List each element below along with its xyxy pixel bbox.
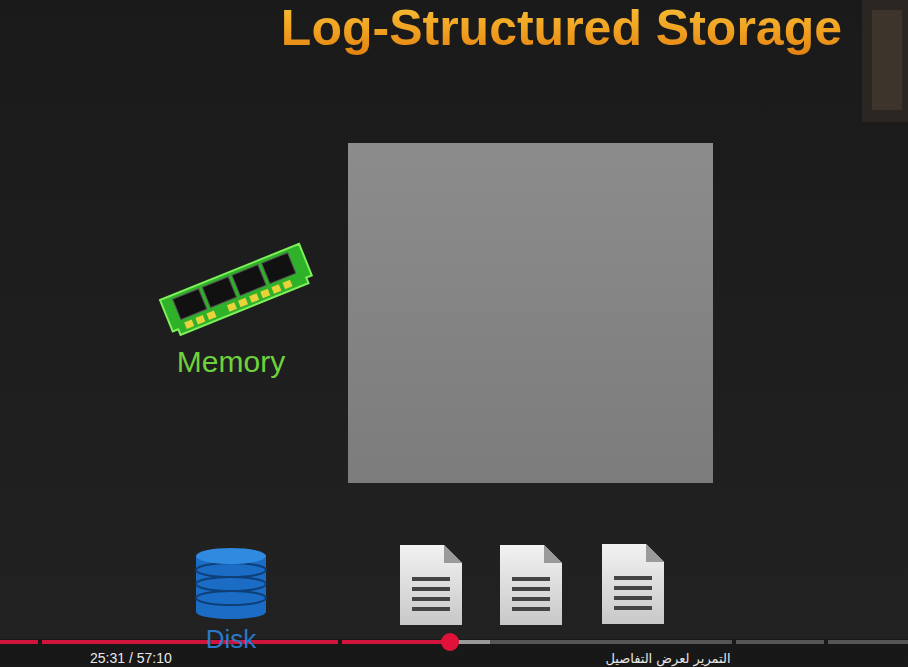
- video-timestamp: 25:31 / 57:10: [90, 651, 172, 666]
- gray-block: [348, 143, 713, 483]
- memory-label: Memory: [177, 344, 285, 380]
- disk-label: Disk: [206, 624, 257, 654]
- memory-chip-icon: [160, 244, 314, 337]
- presenter-thumbnail: [862, 0, 908, 122]
- hover-hint: التمرير لعرض التفاصيل: [605, 651, 730, 666]
- video-progress-bar: [0, 633, 908, 667]
- disk-icon: [196, 548, 266, 619]
- slide-title: Log-Structured Storage: [281, 0, 842, 58]
- document-icons: [400, 544, 664, 625]
